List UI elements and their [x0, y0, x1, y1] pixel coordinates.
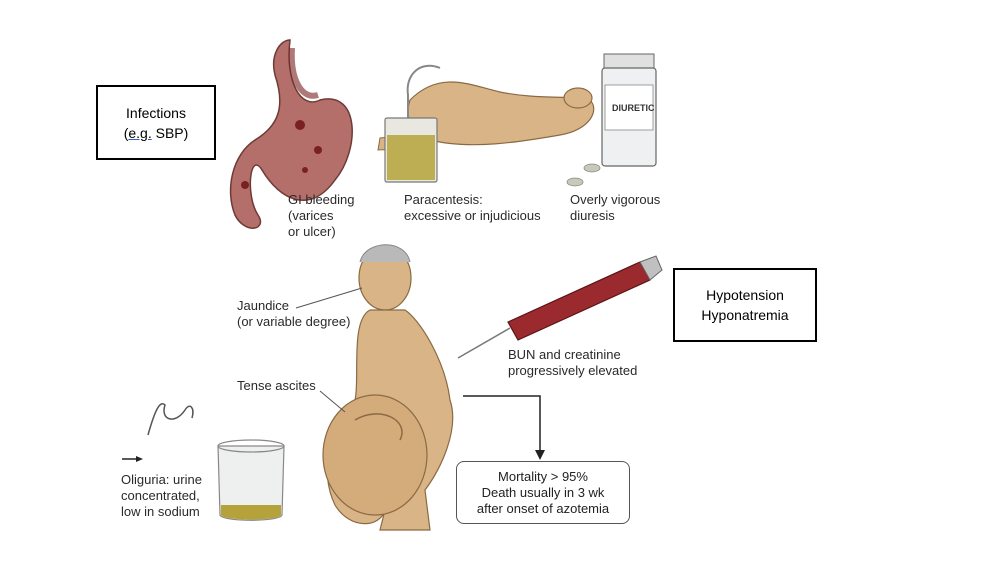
ascites-leader-line: [319, 390, 346, 413]
jaundice-label: Jaundice (or variable degree): [237, 298, 350, 330]
patient-lying-illustration: [377, 65, 595, 183]
signature: [147, 403, 194, 436]
diuretic-bottle-label: DIURETIC: [612, 103, 655, 113]
bun-label: BUN and creatinine progressively elevate…: [508, 347, 637, 379]
oliguria-line-3: low in sodium: [121, 504, 200, 519]
paracentesis-line-2: excessive or injudicious: [404, 208, 541, 223]
ascites-label: Tense ascites: [237, 378, 316, 393]
paracentesis-label: Paracentesis: excessive or injudicious: [404, 192, 541, 224]
arrow-right-icon: [136, 456, 143, 462]
oliguria-label: Oliguria: urine concentrated, low in sod…: [121, 472, 202, 520]
mortality-line-1: Mortality > 95%: [498, 468, 588, 484]
infections-label: Infections: [126, 104, 186, 121]
mortality-box: Mortality > 95% Death usually in 3 wk af…: [456, 461, 630, 524]
hypotension-box: Hypotension Hyponatremia: [673, 268, 817, 342]
diuretic-bottle-illustration: [566, 53, 657, 187]
diuresis-line-2: diuresis: [570, 208, 615, 223]
diuresis-label: Overly vigorous diuresis: [570, 192, 660, 224]
jaundice-line-2: (or variable degree): [237, 314, 351, 329]
jaundice-leader-line: [295, 287, 363, 309]
patient-standing-illustration: [322, 244, 454, 531]
mortality-line-3: after onset of azotemia: [476, 500, 610, 516]
bun-line-2: progressively elevated: [508, 363, 638, 378]
sbp-text: SBP): [151, 124, 189, 141]
infections-box: Infections (e.g. SBP): [96, 85, 216, 160]
hyponatremia-label: Hyponatremia: [701, 307, 789, 323]
gi-bleeding-label: GI bleeding (varices or ulcer): [288, 192, 355, 240]
infections-example: (e.g. SBP): [124, 123, 189, 143]
mortality-line-2: Death usually in 3 wk: [481, 484, 605, 500]
arrowhead-icon: [535, 450, 545, 460]
flow-arrow: [463, 395, 541, 452]
oliguria-line-1: Oliguria: urine: [121, 472, 202, 487]
eg-text: e.g.: [128, 124, 152, 141]
syringe-illustration: [457, 255, 663, 359]
jaundice-line-1: Jaundice: [237, 298, 290, 313]
paren-open: (: [123, 124, 129, 141]
gi-bleeding-line-3: or ulcer): [288, 224, 336, 239]
hypotension-label: Hypotension: [706, 287, 784, 303]
oliguria-line-2: concentrated,: [121, 488, 200, 503]
bun-line-1: BUN and creatinine: [508, 347, 621, 362]
paracentesis-line-1: Paracentesis:: [404, 192, 483, 207]
diuresis-line-1: Overly vigorous: [570, 192, 661, 207]
gi-bleeding-line-2: (varices: [288, 208, 334, 223]
gi-bleeding-line-1: GI bleeding: [288, 192, 355, 207]
urine-beaker-illustration: [217, 439, 285, 521]
stomach-illustration: [229, 39, 353, 229]
